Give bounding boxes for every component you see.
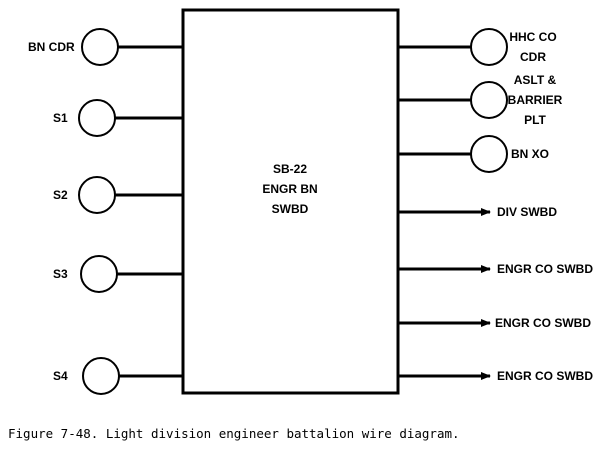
phone-label: S2	[53, 188, 68, 202]
telephone-circle	[81, 28, 119, 66]
left-phones: BN CDR S1 S2 S3 S4	[28, 28, 183, 395]
phone-bn-xo: BN XO	[398, 135, 549, 173]
trunk-label: ENGR CO SWBD	[497, 369, 593, 383]
phone-label: BN XO	[511, 147, 549, 161]
trunk-engr-co-swbd-1: ENGR CO SWBD	[398, 262, 593, 276]
telephone-circle	[78, 99, 116, 137]
phone-s1: S1	[53, 99, 183, 137]
phone-s3: S3	[53, 255, 183, 293]
telephone-circle	[470, 81, 508, 119]
trunk-div-swbd: DIV SWBD	[398, 205, 557, 219]
phone-s2: S2	[53, 176, 183, 214]
switchboard-line-3: SWBD	[272, 202, 309, 216]
phone-label-line-2: CDR	[520, 50, 546, 64]
trunk-label: ENGR CO SWBD	[495, 316, 591, 330]
trunk-label: ENGR CO SWBD	[497, 262, 593, 276]
phone-label: S3	[53, 267, 68, 281]
phone-aslt-barrier-plt: ASLT & BARRIER PLT	[398, 73, 563, 127]
phone-hhc-co-cdr: HHC CO CDR	[398, 28, 557, 66]
phone-label-line-1: ASLT &	[514, 73, 557, 87]
telephone-circle	[470, 135, 508, 173]
phone-s4: S4	[53, 357, 183, 395]
phone-label: S4	[53, 369, 68, 383]
trunk-lines: DIV SWBD ENGR CO SWBD ENGR CO SWBD ENGR …	[398, 205, 593, 383]
trunk-engr-co-swbd-3: ENGR CO SWBD	[398, 369, 593, 383]
phone-label-line-2: BARRIER	[508, 93, 563, 107]
trunk-label: DIV SWBD	[497, 205, 557, 219]
switchboard-line-2: ENGR BN	[262, 182, 317, 196]
telephone-circle	[80, 255, 118, 293]
phone-label-line-1: HHC CO	[509, 30, 556, 44]
telephone-circle	[82, 357, 120, 395]
figure-caption: Figure 7-48. Light division engineer bat…	[8, 426, 460, 441]
wire-diagram: SB-22 ENGR BN SWBD BN CDR S1 S2 S3 S4	[28, 8, 593, 395]
switchboard-box	[181, 8, 400, 395]
phone-label: BN CDR	[28, 40, 75, 54]
phone-bn-cdr: BN CDR	[28, 28, 183, 66]
switchboard: SB-22 ENGR BN SWBD	[181, 8, 400, 395]
telephone-circle	[470, 28, 508, 66]
telephone-circle	[78, 176, 116, 214]
trunk-engr-co-swbd-2: ENGR CO SWBD	[398, 316, 591, 330]
phone-label-line-3: PLT	[524, 113, 546, 127]
right-phones: HHC CO CDR ASLT & BARRIER PLT BN XO	[398, 28, 563, 173]
switchboard-line-1: SB-22	[273, 162, 307, 176]
phone-label: S1	[53, 111, 68, 125]
